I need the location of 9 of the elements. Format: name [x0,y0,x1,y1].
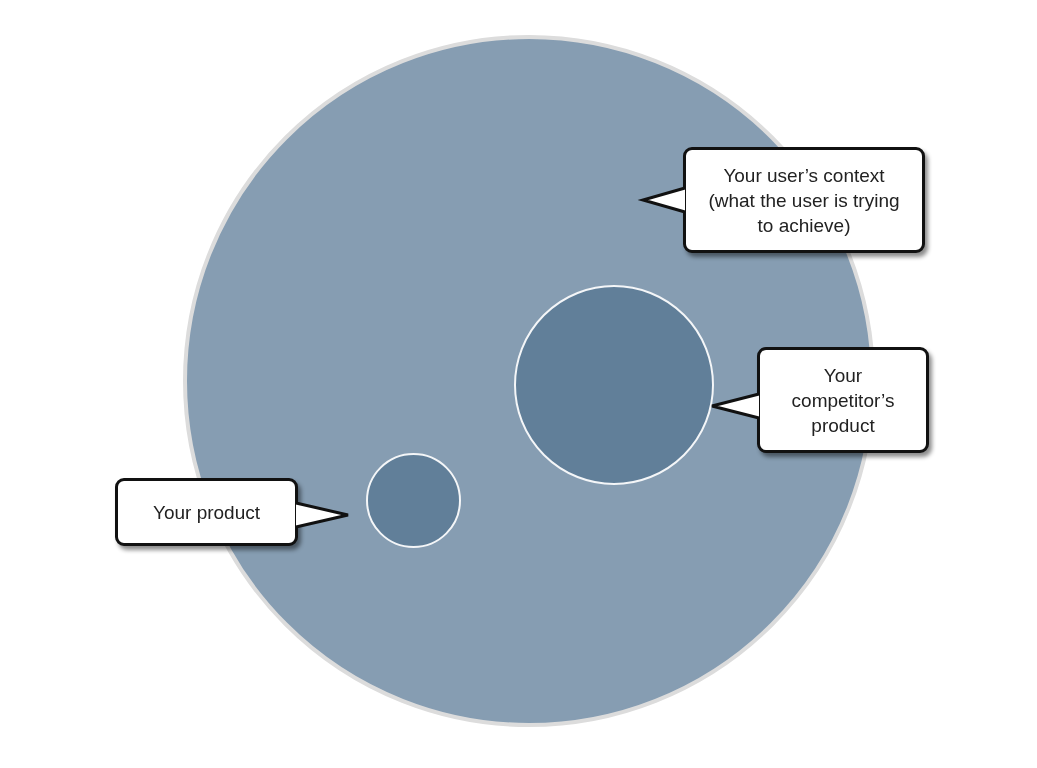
callout-pointer [710,392,761,420]
callout-text: Your competitor’s product [790,363,896,438]
callout-bubble [757,347,929,453]
callout-text: Your user’s context (what the user is trying to achieve) [707,163,901,238]
callout-pointer [637,186,687,214]
callout-bubble [115,478,298,546]
callout-bubble [683,147,925,253]
callout-text: Your product [152,500,260,525]
callout-pointer [294,501,350,529]
